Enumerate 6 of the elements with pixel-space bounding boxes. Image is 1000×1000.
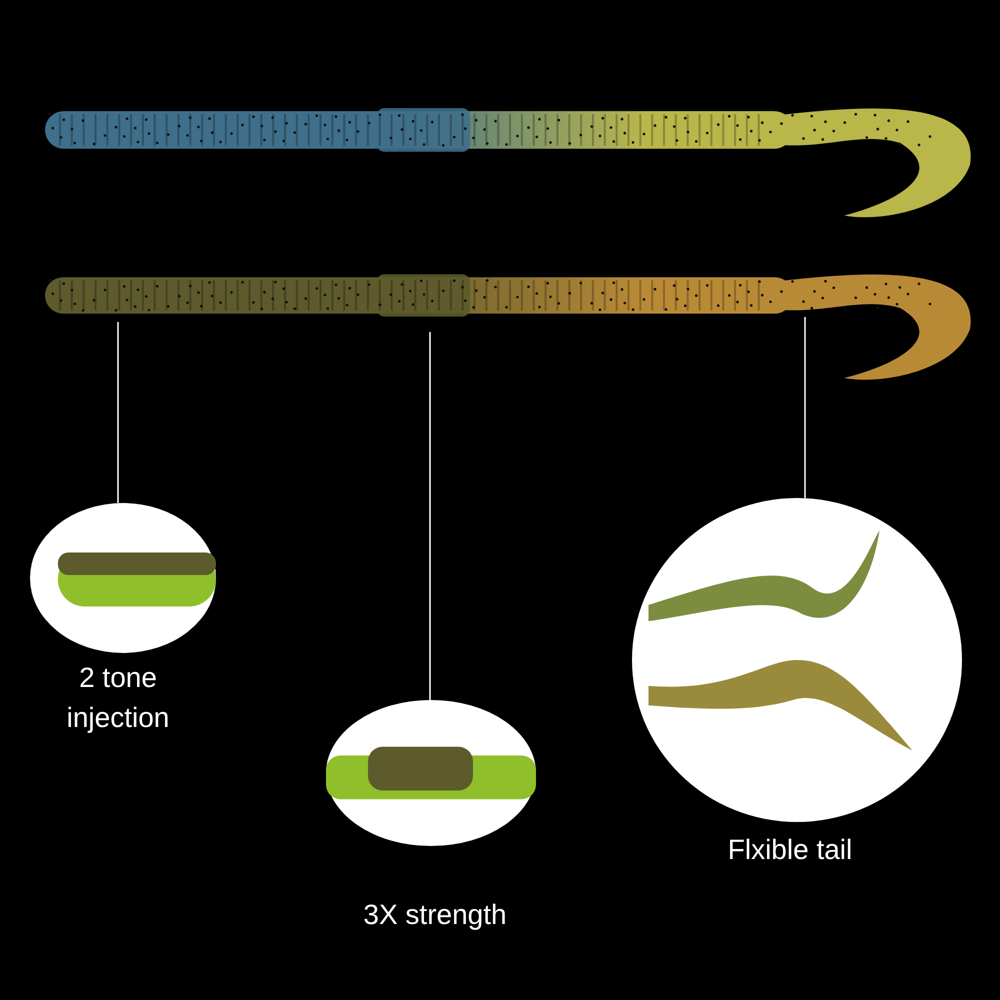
leader-line bbox=[117, 322, 119, 503]
callout-text: 2 tone injection bbox=[66, 661, 170, 735]
leader-line bbox=[804, 317, 806, 498]
callout-text: 3X strength bbox=[362, 898, 508, 932]
leader-line bbox=[429, 332, 431, 700]
callout-text: Flxible tail bbox=[726, 833, 854, 867]
